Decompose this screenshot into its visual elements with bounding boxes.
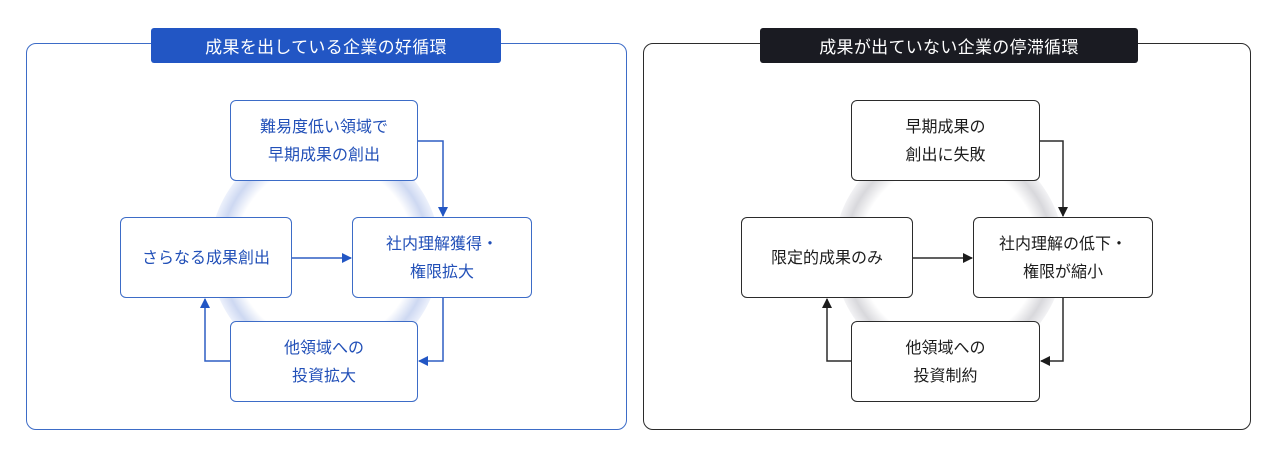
bad-arrow-bottom-to-left bbox=[822, 298, 851, 362]
good-cycle-title: 成果を出している企業の好循環 bbox=[151, 28, 501, 63]
bad-arrow-right-to-bottom bbox=[1040, 298, 1064, 366]
good-arrow-right-to-bottom bbox=[418, 298, 444, 366]
bad-cycle-title: 成果が出ていない企業の停滞循環 bbox=[760, 28, 1138, 63]
bad-node-right: 社内理解の低下・ 権限が縮小 bbox=[973, 217, 1153, 298]
good-node-right: 社内理解獲得・ 権限拡大 bbox=[352, 217, 532, 298]
bad-node-top: 早期成果の 創出に失敗 bbox=[851, 100, 1040, 181]
bad-node-bottom: 他領域への 投資制約 bbox=[851, 321, 1040, 402]
good-arrow-top-to-right bbox=[418, 140, 448, 217]
good-node-left: さらなる成果創出 bbox=[120, 217, 292, 298]
bad-node-left: 限定的成果のみ bbox=[741, 217, 913, 298]
good-arrow-bottom-to-left bbox=[200, 298, 230, 362]
bad-arrow-top-to-right bbox=[1040, 140, 1068, 217]
good-node-top: 難易度低い領域で 早期成果の創出 bbox=[230, 100, 418, 181]
good-node-bottom: 他領域への 投資拡大 bbox=[230, 321, 418, 402]
